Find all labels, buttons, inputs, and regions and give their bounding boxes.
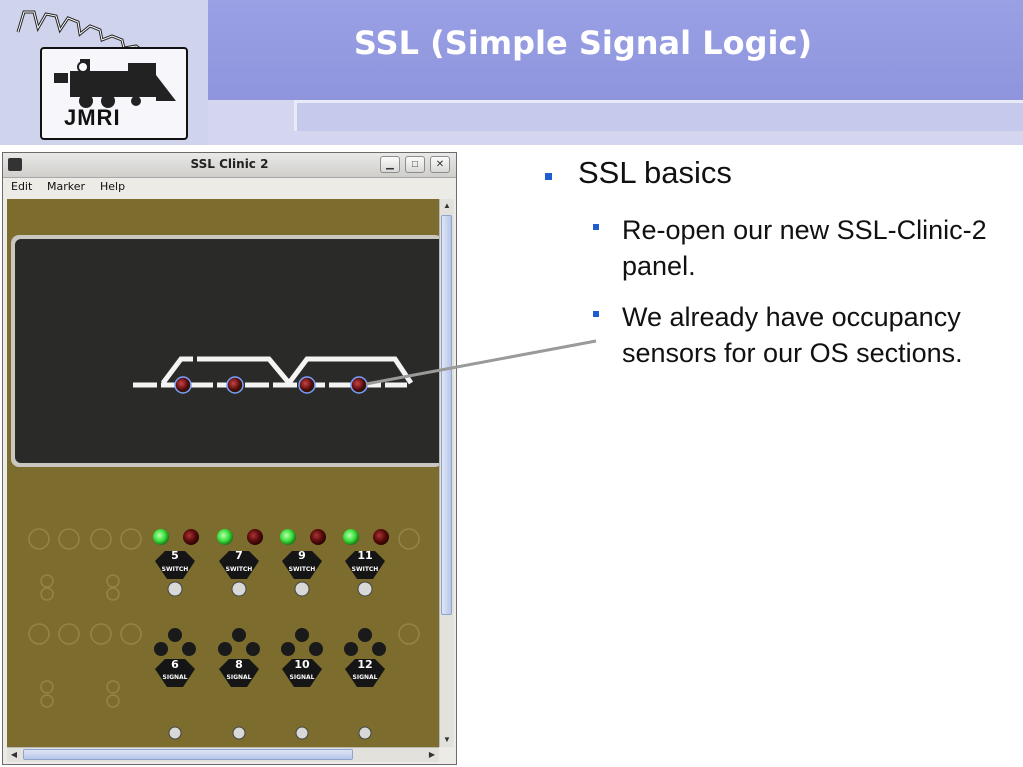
switch-label: SWITCH bbox=[162, 566, 189, 573]
signal-label: SIGNAL bbox=[163, 674, 188, 681]
switch-label: SWITCH bbox=[352, 566, 379, 573]
signal-label: SIGNAL bbox=[227, 674, 252, 681]
minimize-button[interactable]: ▁ bbox=[380, 156, 400, 173]
bullet-square-icon bbox=[593, 311, 599, 317]
layout-panel[interactable]: 5 7 9 11 SWITCH SWITCH SWITCH SWITCH 6 8… bbox=[7, 199, 439, 747]
signal-number: 12 bbox=[357, 658, 372, 671]
track-area bbox=[15, 239, 439, 463]
menu-edit[interactable]: Edit bbox=[11, 180, 33, 193]
horizontal-scrollbar[interactable]: ◀ ▶ bbox=[7, 747, 439, 762]
vertical-scrollbar[interactable]: ▲ ▼ bbox=[439, 199, 454, 747]
occupancy-sensor[interactable] bbox=[226, 376, 244, 394]
scroll-right-arrow-icon[interactable]: ▶ bbox=[428, 750, 436, 759]
vertical-scroll-thumb[interactable] bbox=[441, 215, 452, 615]
bullet-text: SSL basics bbox=[578, 155, 732, 190]
signal-label: SIGNAL bbox=[353, 674, 378, 681]
menu-marker[interactable]: Marker bbox=[47, 180, 86, 193]
board-holes bbox=[28, 528, 420, 708]
switch-label: SWITCH bbox=[289, 566, 316, 573]
header-title-band bbox=[208, 0, 1023, 100]
scroll-left-arrow-icon[interactable]: ◀ bbox=[10, 750, 18, 759]
occupancy-sensor[interactable] bbox=[298, 376, 316, 394]
scroll-down-arrow-icon[interactable]: ▼ bbox=[443, 735, 451, 744]
switch-label: SWITCH bbox=[226, 566, 253, 573]
horizontal-scroll-thumb[interactable] bbox=[23, 749, 353, 760]
logo-text: JMRI bbox=[64, 105, 121, 130]
menubar: Edit Marker Help bbox=[3, 178, 456, 197]
logo-track-icon bbox=[16, 10, 145, 54]
locomotive-icon bbox=[54, 59, 176, 108]
close-button[interactable]: ✕ bbox=[430, 156, 450, 173]
occupancy-sensor[interactable] bbox=[174, 376, 192, 394]
app-icon bbox=[8, 158, 22, 171]
window-titlebar[interactable]: SSL Clinic 2 ▁ □ ✕ bbox=[3, 153, 456, 178]
signal-label: SIGNAL bbox=[290, 674, 315, 681]
window-title: SSL Clinic 2 bbox=[190, 157, 269, 171]
switch-number: 9 bbox=[298, 549, 306, 562]
bullet-square-icon bbox=[545, 173, 552, 180]
scroll-up-arrow-icon[interactable]: ▲ bbox=[443, 201, 451, 210]
bullet-text: We already have occupancy sensors for ou… bbox=[622, 302, 963, 368]
switch-number: 7 bbox=[235, 549, 243, 562]
jmri-logo: JMRI bbox=[40, 47, 188, 140]
menu-help[interactable]: Help bbox=[100, 180, 126, 193]
ssl-clinic-window: SSL Clinic 2 ▁ □ ✕ Edit Marker Help bbox=[2, 152, 457, 765]
board-top bbox=[7, 199, 439, 233]
header-sub-band bbox=[294, 100, 1023, 131]
slide-title: SSL (Simple Signal Logic) bbox=[353, 24, 813, 62]
switch-number: 5 bbox=[171, 549, 179, 562]
signal-controls[interactable] bbox=[154, 628, 386, 740]
switch-controls[interactable] bbox=[153, 529, 389, 597]
maximize-button[interactable]: □ bbox=[405, 156, 425, 173]
bullet-text: Re-open our new SSL-Clinic-2 panel. bbox=[622, 215, 987, 281]
signal-number: 10 bbox=[294, 658, 310, 671]
bullet-square-icon bbox=[593, 224, 599, 230]
signal-number: 6 bbox=[171, 658, 179, 671]
signal-number: 8 bbox=[235, 658, 243, 671]
switch-number: 11 bbox=[357, 549, 372, 562]
